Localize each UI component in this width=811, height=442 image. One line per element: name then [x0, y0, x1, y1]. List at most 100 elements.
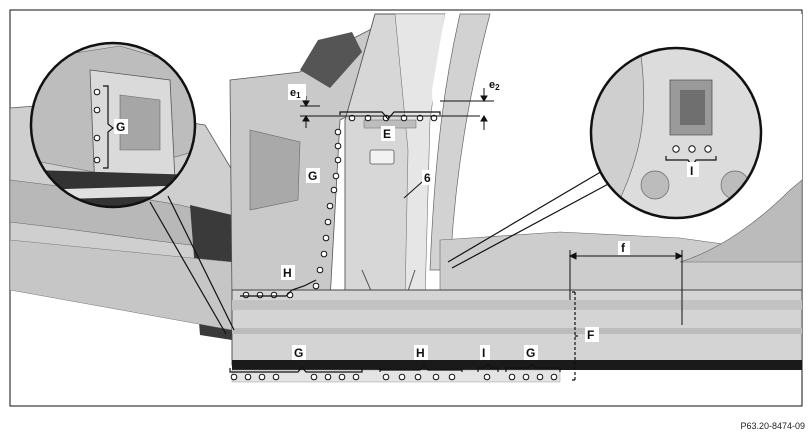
rivet	[316, 266, 324, 274]
label-bg	[114, 119, 128, 134]
rivet	[330, 186, 338, 194]
zoom-leader-right-2	[451, 181, 613, 269]
bracket-bottom-G2	[505, 363, 561, 372]
bracket-bottom-H	[379, 364, 463, 372]
rivet	[338, 373, 346, 381]
label-bg	[288, 84, 306, 100]
zoom-leader-right	[447, 169, 605, 263]
leader-6	[403, 181, 423, 199]
rivet	[244, 373, 252, 381]
rivet	[322, 234, 330, 242]
zoom-leader-left	[167, 195, 235, 331]
rivet	[242, 291, 250, 299]
label-bg	[618, 241, 630, 255]
bracket-F	[571, 291, 580, 381]
label-f: f	[621, 241, 626, 255]
rivet	[286, 291, 294, 299]
bracket-zoom-left	[103, 85, 114, 169]
label-bg	[292, 345, 306, 360]
c-pillar-front	[429, 13, 491, 271]
bracket-bottom-I	[477, 363, 499, 372]
label-e: E	[383, 127, 391, 141]
label-zoom-left-g: G	[116, 120, 125, 134]
zoom-leader-left-2	[149, 201, 227, 335]
rivet	[93, 88, 101, 96]
rivet	[704, 145, 712, 153]
b-pillar-slot	[369, 149, 395, 165]
rivet	[522, 373, 530, 381]
rivet	[416, 114, 424, 122]
label-bg	[422, 170, 434, 185]
zoom-detail-left	[29, 41, 235, 335]
label-bg	[281, 265, 295, 280]
bracket-bottom-G	[229, 366, 363, 373]
rivet	[508, 373, 516, 381]
label-zoom-right-i: I	[690, 164, 693, 178]
label-i-bottom: I	[482, 346, 485, 360]
rivet	[483, 373, 491, 381]
rivet	[326, 202, 334, 210]
rivet	[432, 373, 440, 381]
rivet	[414, 373, 422, 381]
rivet	[364, 114, 372, 122]
rivet	[400, 114, 408, 122]
sill-black-strip	[232, 360, 802, 370]
rivet	[688, 145, 696, 153]
rivet	[272, 373, 280, 381]
rivet-points	[230, 114, 558, 381]
rivet	[334, 156, 342, 164]
label-g-bottom: G	[294, 346, 303, 360]
label-e1: e1	[290, 87, 301, 100]
rivet	[258, 373, 266, 381]
arrowhead	[480, 115, 488, 122]
zoom-ring-right	[589, 46, 763, 220]
rivet	[93, 156, 101, 164]
rivet	[93, 134, 101, 142]
callout-labels: G e1 e2 E G 6 I f H F G H I G	[114, 79, 699, 360]
rivet	[334, 128, 342, 136]
rivet	[430, 114, 438, 122]
label-bg	[480, 345, 490, 360]
rivet	[256, 291, 264, 299]
label-g-bottom-right: G	[526, 346, 535, 360]
rivet	[320, 250, 328, 258]
label-part-6: 6	[424, 171, 431, 185]
arrowhead	[302, 115, 310, 122]
arrowhead	[568, 252, 577, 260]
label-h-upper: H	[283, 266, 292, 280]
zoom-ring-left	[29, 41, 197, 209]
label-bg	[414, 345, 428, 360]
rivet	[448, 373, 456, 381]
zoom-detail-right	[447, 46, 763, 269]
rivet	[536, 373, 544, 381]
rivet	[310, 373, 318, 381]
arrowhead	[675, 252, 684, 260]
rivet	[230, 373, 238, 381]
sill-ridge	[232, 300, 802, 310]
rivet	[324, 218, 332, 226]
rivet	[332, 172, 340, 180]
bracket-H-upper	[240, 279, 317, 297]
label-bg	[585, 327, 599, 342]
label-pillar-g: G	[308, 169, 317, 183]
label-f-sill: F	[587, 328, 594, 342]
rivet	[398, 373, 406, 381]
rivet	[312, 282, 320, 290]
label-h-bottom: H	[416, 346, 425, 360]
rivet	[550, 373, 558, 381]
arrowhead	[480, 95, 488, 102]
rivet	[672, 145, 680, 153]
pillar-recess	[249, 129, 301, 211]
label-bg	[306, 168, 320, 183]
rivet	[334, 142, 342, 150]
dimension-lines	[300, 88, 684, 325]
brackets	[229, 111, 580, 381]
pillar-top-dark	[300, 32, 362, 88]
arrowhead	[302, 100, 310, 107]
rivet	[352, 373, 360, 381]
rivet	[382, 373, 390, 381]
rivet	[93, 106, 101, 114]
sill-groove	[232, 328, 802, 334]
